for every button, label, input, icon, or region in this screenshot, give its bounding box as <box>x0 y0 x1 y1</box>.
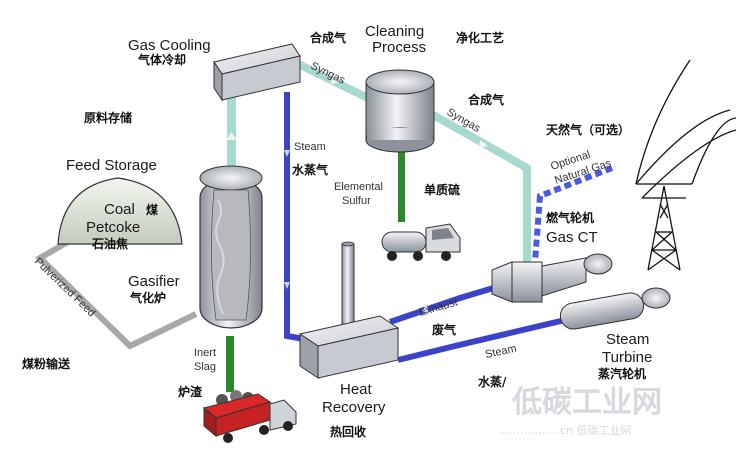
steam-left-label-en: Steam <box>294 141 326 153</box>
feed-storage-label-zh: 原料存储 <box>84 110 132 125</box>
cleaning-label-en-2: Process <box>372 39 426 56</box>
steam-turbine <box>559 287 671 330</box>
gasifier-label-zh: 气化炉 <box>129 290 166 305</box>
slag-truck <box>202 390 297 443</box>
transmission-tower <box>635 59 736 271</box>
cleaning-label-zh: 净化工艺 <box>456 30 504 45</box>
steam-pipe-bottom <box>397 317 566 363</box>
gas-cooling-label-en: Gas Cooling <box>128 37 211 54</box>
inert-slag-label-en-1: Inert <box>194 347 216 359</box>
arrow-down-steam-2 <box>284 282 290 289</box>
watermark-sub: ……………..cn 低碳工业网 <box>498 423 632 437</box>
arrow-exhaust <box>422 305 430 312</box>
feed-storage-pile <box>57 177 183 245</box>
cleaning-process-tank <box>365 69 435 153</box>
sulfur-label-zh: 单质硫 <box>424 182 460 197</box>
exhaust-label-en: Exhaust <box>418 296 460 318</box>
slag-label-zh: 炉渣 <box>178 384 203 399</box>
heat-recovery-unit <box>298 241 400 379</box>
gas-cooling-unit <box>213 43 301 102</box>
arrow-right-syngas-2 <box>479 140 488 148</box>
steam-pipe-left <box>284 92 311 343</box>
slag-pipe <box>226 336 234 392</box>
sulfur-truck <box>381 223 461 261</box>
gas-cooling-label-zh: 气体冷却 <box>137 52 186 67</box>
exhaust-pipe <box>389 283 501 325</box>
feed-storage-label-en: Feed Storage <box>66 157 157 174</box>
arrow-right-syngas <box>331 76 340 84</box>
sulfur-pipe <box>398 150 405 222</box>
arrow-down-steam <box>284 150 290 157</box>
syngas-top-label-zh: 合成气 <box>310 30 346 45</box>
heat-recovery-label-zh: 热回收 <box>330 424 366 439</box>
steam-turbine-label-zh: 蒸汽轮机 <box>598 366 646 381</box>
heat-recovery-label-en-2: Recovery <box>322 399 386 416</box>
steam-left-label-zh: 水蒸气 <box>292 162 328 177</box>
elemental-sulfur-label-en-2: Sulfur <box>342 195 371 207</box>
steam-turbine-label-en-2: Turbine <box>602 349 652 366</box>
natural-gas-label-zh: 天然气（可选） <box>546 122 630 137</box>
syngas-pipe-to-gas-ct <box>426 108 531 262</box>
cleaning-label-en-1: Cleaning <box>365 23 424 40</box>
coal-label-zh: 煤 <box>146 202 158 217</box>
gas-ct-label-en: Gas CT <box>546 229 598 246</box>
coal-label-en: Coal <box>104 201 135 218</box>
exhaust-label-zh: 废气 <box>432 322 456 337</box>
gas-turbine <box>491 253 613 303</box>
gasifier-vessel <box>199 165 263 329</box>
syngas-right-label-zh: 合成气 <box>468 92 504 107</box>
petcoke-label-en: Petcoke <box>86 219 140 236</box>
gas-ct-label-zh: 燃气轮机 <box>546 210 594 225</box>
steam-turbine-label-en-1: Steam <box>606 331 649 348</box>
pulverized-feed-label-zh: 煤粉输送 <box>22 356 71 371</box>
gasifier-label-en: Gasifier <box>128 273 180 290</box>
pulverized-feed-label-en: Pulverized Feed <box>32 256 98 320</box>
steam-bottom-label-en: Steam <box>484 343 518 361</box>
heat-recovery-label-en-1: Heat <box>340 381 373 398</box>
steam-bottom-label-zh: 水蒸/ <box>478 374 507 389</box>
inert-slag-label-en-2: Slag <box>194 361 216 373</box>
syngas-pipe-to-cleaning <box>288 56 374 104</box>
petcoke-label-zh: 石油焦 <box>91 236 128 251</box>
arrow-up-gasifier <box>226 132 237 140</box>
natural-gas-pipe <box>532 165 614 263</box>
elemental-sulfur-label-en-1: Elemental <box>334 181 383 193</box>
watermark-logo: 低碳工业网 <box>511 385 662 420</box>
